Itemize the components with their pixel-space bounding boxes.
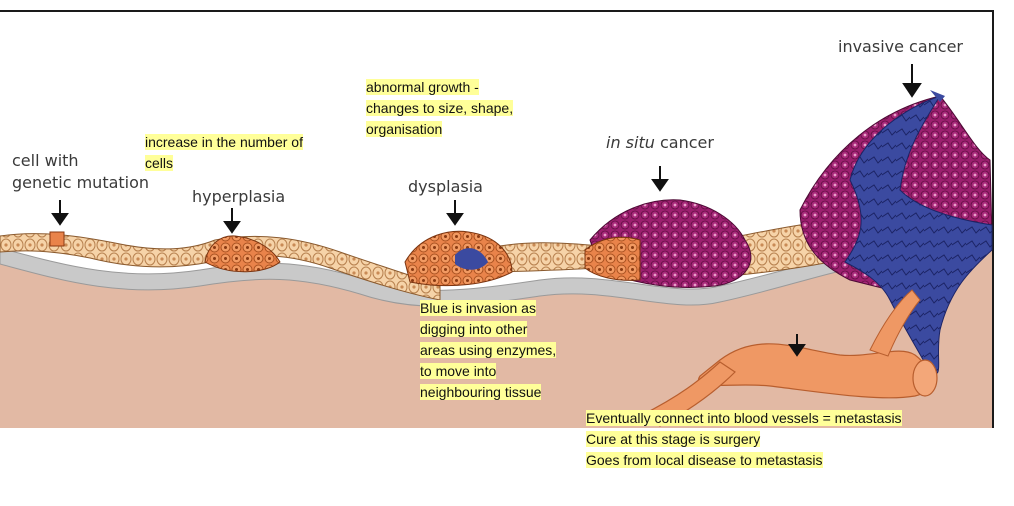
arrows xyxy=(51,64,922,357)
note-line: digging into other xyxy=(420,321,528,337)
note-line: cells xyxy=(145,155,174,171)
note-line: changes to size, shape, xyxy=(366,100,514,116)
note-line: Blue is invasion as xyxy=(420,300,536,316)
note-line: Eventually connect into blood vessels = … xyxy=(586,410,902,426)
label-dysplasia: dysplasia xyxy=(408,177,483,196)
note-line: abnormal growth - xyxy=(366,79,479,95)
note-line: neighbouring tissue xyxy=(420,384,542,400)
note-metastasis: Eventually connect into blood vessels = … xyxy=(586,408,902,471)
note-line: to move into xyxy=(420,363,497,379)
label-in-situ-cancer: in situ cancer xyxy=(606,132,714,154)
note-line: organisation xyxy=(366,121,443,137)
label-invasive-cancer: invasive cancer xyxy=(838,37,963,56)
hyperplasia-mass xyxy=(204,235,281,273)
note-line: increase in the number of xyxy=(145,134,303,150)
label-cell-mutation-line2: genetic mutation xyxy=(12,173,150,192)
note-line: Goes from local disease to metastasis xyxy=(586,452,823,468)
note-hyperplasia: increase in the number of cells xyxy=(145,132,303,174)
note-invasion: Blue is invasion as digging into other a… xyxy=(420,298,557,403)
note-dysplasia: abnormal growth - changes to size, shape… xyxy=(366,77,514,140)
label-in-situ-rest: cancer xyxy=(659,133,714,152)
note-line: areas using enzymes, xyxy=(420,342,557,358)
mutated-cell xyxy=(49,231,65,247)
label-cell-mutation-line1: cell with xyxy=(12,151,79,170)
tissue-illustration xyxy=(0,64,993,428)
note-line: Cure at this stage is surgery xyxy=(586,431,761,447)
label-in-situ-italic: in situ xyxy=(606,133,655,152)
label-hyperplasia: hyperplasia xyxy=(192,187,286,206)
invasion-zone xyxy=(844,95,993,375)
